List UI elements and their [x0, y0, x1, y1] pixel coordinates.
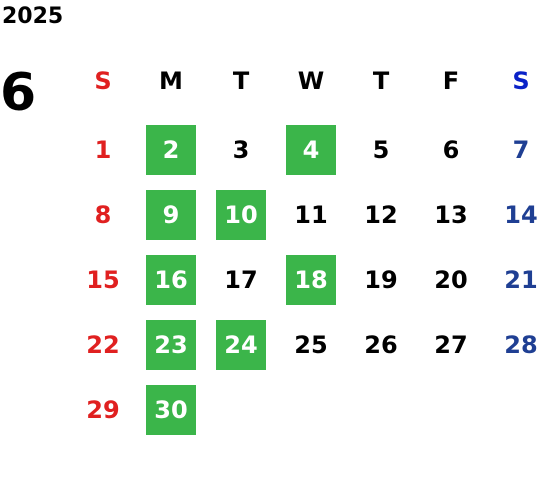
day-cell-18[interactable]: 18: [286, 255, 336, 305]
weekday-header: S: [512, 67, 530, 95]
month-number: 6: [0, 63, 37, 123]
day-cell-9[interactable]: 9: [146, 190, 196, 240]
day-cell-24[interactable]: 24: [216, 320, 266, 370]
day-cell-15[interactable]: 15: [86, 266, 120, 294]
day-cell-20[interactable]: 20: [434, 266, 468, 294]
day-cell-28[interactable]: 28: [504, 331, 538, 359]
day-cell-7[interactable]: 7: [512, 136, 530, 164]
weekday-header: F: [442, 67, 460, 95]
day-cell-17[interactable]: 17: [224, 266, 258, 294]
day-cell-16[interactable]: 16: [146, 255, 196, 305]
year-label: 2025: [2, 4, 64, 29]
day-cell-1[interactable]: 1: [94, 136, 112, 164]
day-cell-10[interactable]: 10: [216, 190, 266, 240]
weekday-header: T: [232, 67, 250, 95]
weekday-header: M: [159, 67, 183, 95]
day-cell-14[interactable]: 14: [504, 201, 538, 229]
day-cell-6[interactable]: 6: [442, 136, 460, 164]
day-cell-22[interactable]: 22: [86, 331, 120, 359]
weekday-header: W: [297, 67, 325, 95]
day-cell-11[interactable]: 11: [294, 201, 328, 229]
day-cell-23[interactable]: 23: [146, 320, 196, 370]
weekday-header: T: [372, 67, 390, 95]
day-cell-2[interactable]: 2: [146, 125, 196, 175]
day-cell-4[interactable]: 4: [286, 125, 336, 175]
day-cell-8[interactable]: 8: [94, 201, 112, 229]
day-cell-29[interactable]: 29: [86, 396, 120, 424]
day-cell-30[interactable]: 30: [146, 385, 196, 435]
day-cell-12[interactable]: 12: [364, 201, 398, 229]
day-cell-13[interactable]: 13: [434, 201, 468, 229]
day-cell-3[interactable]: 3: [232, 136, 250, 164]
day-cell-25[interactable]: 25: [294, 331, 328, 359]
day-cell-27[interactable]: 27: [434, 331, 468, 359]
day-cell-26[interactable]: 26: [364, 331, 398, 359]
day-cell-21[interactable]: 21: [504, 266, 538, 294]
weekday-header: S: [94, 67, 112, 95]
day-cell-5[interactable]: 5: [372, 136, 390, 164]
day-cell-19[interactable]: 19: [364, 266, 398, 294]
